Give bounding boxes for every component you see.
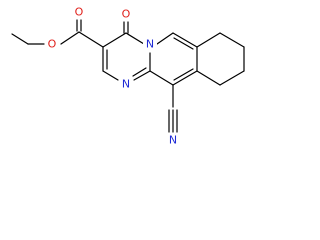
bond-c6a-c7 — [196, 32, 221, 48]
bond-c3-c4 — [102, 32, 127, 48]
bond-c10a-c10-double — [173, 68, 194, 81]
ester-oxygen-single-label: O — [48, 38, 57, 51]
bonds — [11, 19, 245, 133]
bond-n5-c6 — [156, 32, 174, 45]
bond-carboxyl-ring — [78, 31, 104, 48]
bond-c6-c6a-double — [173, 37, 194, 50]
bond-c2-n1 — [102, 70, 119, 81]
atom-labels: O O O N N N — [45, 5, 180, 147]
bond-o-carboxyl-c — [60, 31, 80, 45]
ring-nitrogen-label: N — [122, 78, 130, 91]
bond-c10a-c10 — [172, 70, 198, 86]
bond-ethyl-ch3 — [11, 33, 29, 45]
ester-oxygen-double-label: O — [75, 6, 84, 19]
carbonyl-oxygen-label: O — [122, 8, 131, 21]
bond-n1-c9a — [133, 70, 151, 81]
bond-c4-n5 — [125, 32, 145, 45]
bond-c9-c10b — [219, 70, 245, 86]
nitrile-nitrogen-label: N — [169, 134, 177, 147]
bond-c6-c6a — [172, 32, 198, 48]
bond-n1-c9a-double — [132, 67, 147, 77]
bond-c10-c9a — [149, 70, 174, 86]
bond-c10b-c10a — [196, 70, 221, 86]
bond-c7-c8 — [219, 32, 245, 48]
chemical-structure: O O O N N N — [11, 5, 245, 147]
bridgehead-nitrogen-label: N — [146, 38, 154, 51]
